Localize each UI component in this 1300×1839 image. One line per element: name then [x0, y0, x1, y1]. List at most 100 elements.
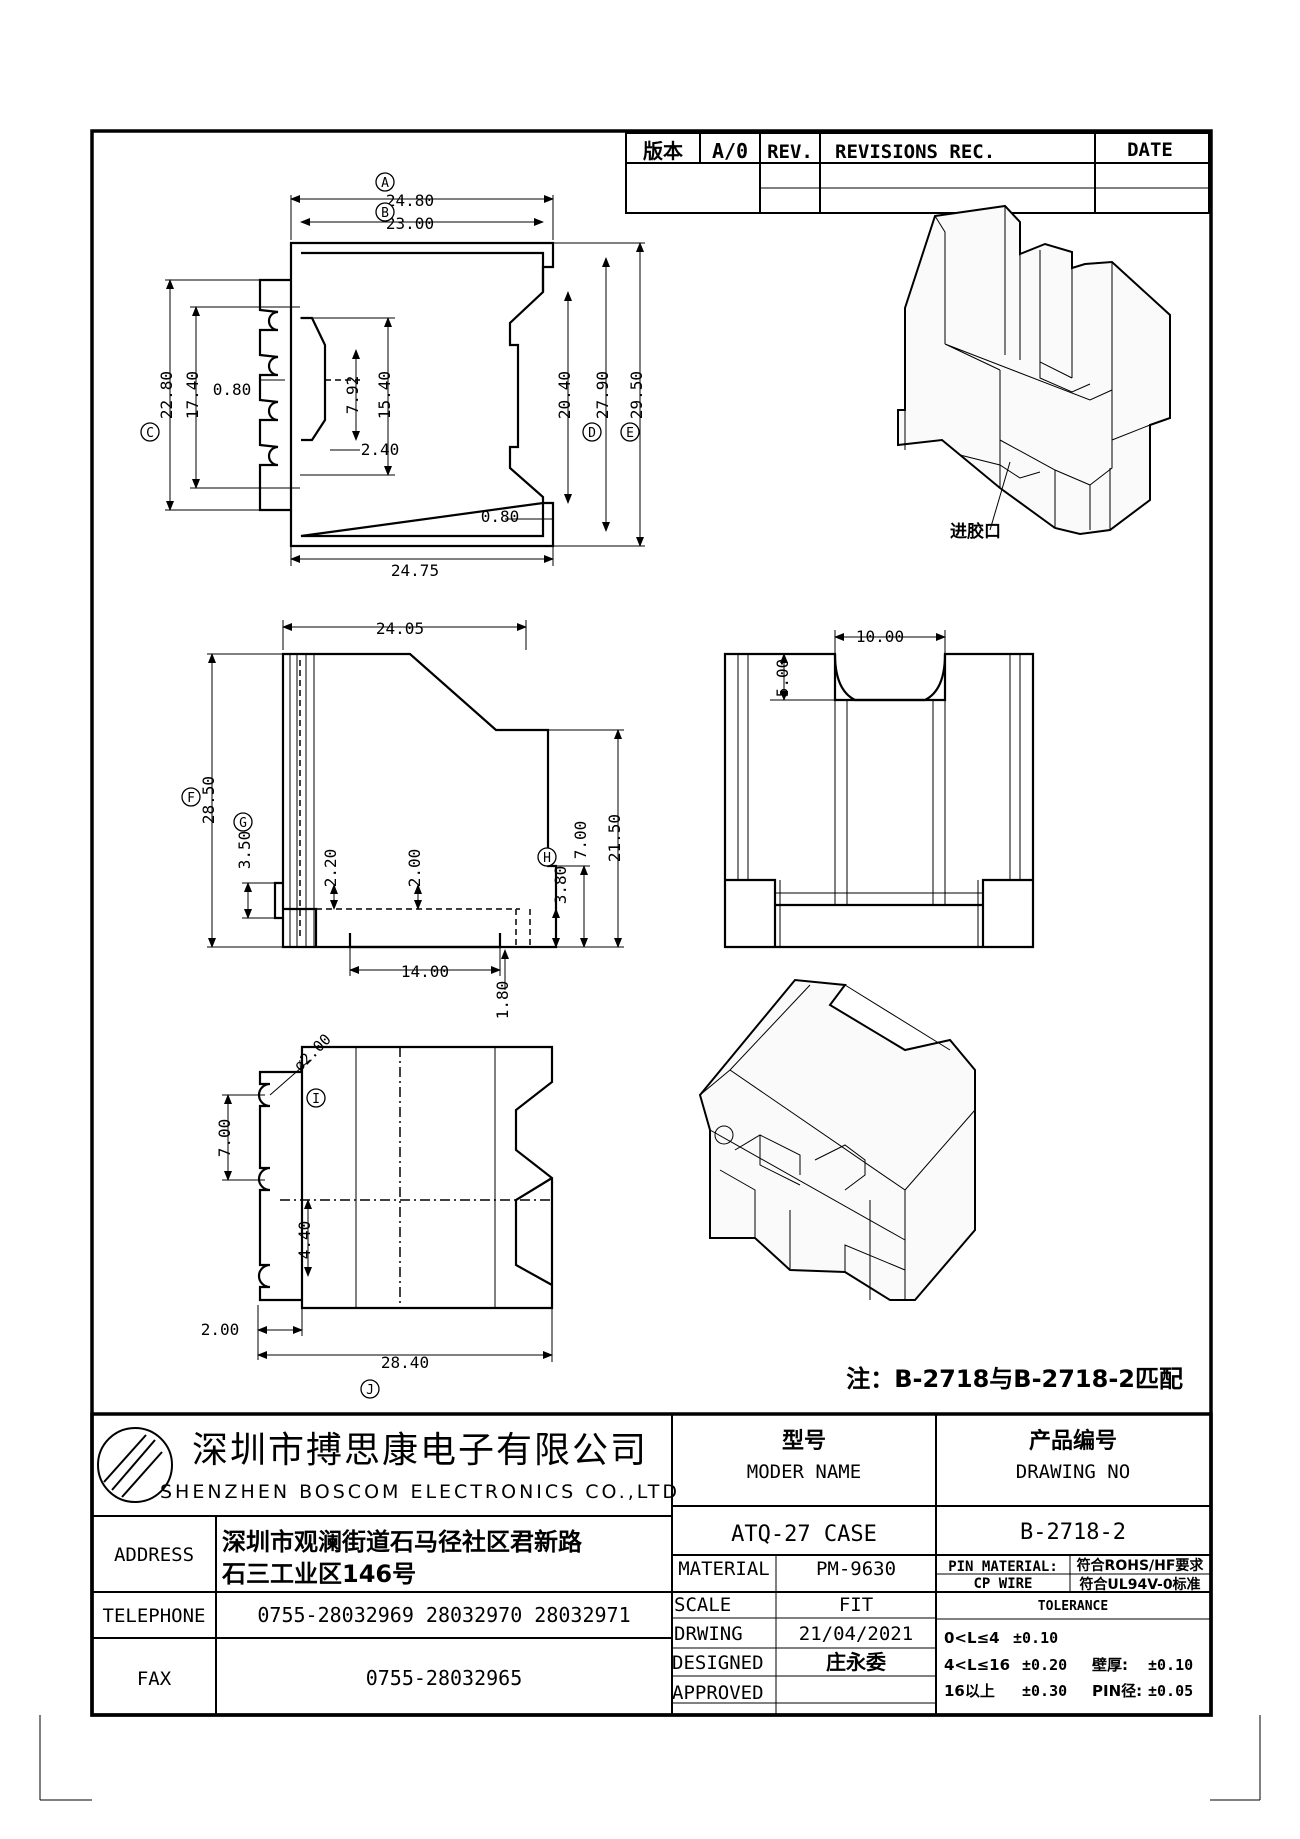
- dim-24-05: 24.05: [376, 619, 424, 638]
- dim-e-29-50: 29.50: [627, 371, 646, 419]
- svg-text:C: C: [146, 426, 154, 441]
- marker-j: J: [360, 1379, 380, 1399]
- drawing-no-label-en: DRAWING NO: [1016, 1461, 1130, 1483]
- dim-2-00-bottom: 2.00: [201, 1320, 240, 1339]
- rev-records-label: REVISIONS REC.: [835, 141, 995, 163]
- drwing-value: 21/04/2021: [799, 1623, 913, 1645]
- side-view: 24.05 28.50 3.50 2.20 2.00 7.00 3.80 21.…: [181, 619, 624, 1020]
- dim-g-3-50: 3.50: [235, 831, 254, 870]
- rev-label: REV.: [767, 141, 813, 163]
- dim-10-00: 10.00: [856, 627, 904, 646]
- marker-b: B: [375, 202, 395, 222]
- rev-date-label: DATE: [1127, 139, 1173, 161]
- drawing-no-label-cn: 产品编号: [1029, 1428, 1117, 1454]
- pin-diameter-value: ±0.05: [1148, 1682, 1193, 1700]
- material-value: PM-9630: [816, 1558, 896, 1580]
- dim-2-40: 2.40: [361, 440, 400, 459]
- marker-e: E: [620, 422, 640, 442]
- pin-diameter-label: PIN径:: [1092, 1682, 1142, 1700]
- svg-text:B: B: [381, 206, 389, 221]
- scale-value: FIT: [839, 1594, 873, 1616]
- matching-note: 注：B-2718与B-2718-2匹配: [846, 1365, 1183, 1393]
- material-label: MATERIAL: [678, 1558, 770, 1580]
- drawing-no-value: B-2718-2: [1020, 1520, 1126, 1545]
- top-view: 24.80 23.00 22.80 17.40 0.80 7.92 15.40 …: [140, 172, 646, 580]
- fax-value: 0755-28032965: [366, 1666, 523, 1690]
- dim-4-40: 4.40: [295, 1221, 314, 1260]
- isometric-view-top: 进胶口: [897, 204, 1171, 542]
- dim-20-40: 20.40: [555, 371, 574, 419]
- dim-a-24-80: 24.80: [386, 191, 434, 210]
- tol-value-3: ±0.30: [1022, 1682, 1067, 1700]
- marker-g: G: [233, 812, 253, 832]
- dim-b-23-00: 23.00: [386, 214, 434, 233]
- designed-value: 庄永委: [826, 1650, 886, 1674]
- revision-table: 版本 A/0 REV. REVISIONS REC. DATE: [625, 132, 1210, 214]
- model-label-cn: 型号: [782, 1429, 826, 1454]
- telephone-label: TELEPHONE: [103, 1605, 206, 1627]
- tol-range-2: 4<L≤16: [944, 1656, 1010, 1674]
- svg-text:H: H: [543, 851, 551, 866]
- dim-7-92: 7.92: [343, 376, 362, 415]
- svg-text:E: E: [626, 426, 634, 441]
- marker-i: I: [306, 1088, 326, 1108]
- wall-thickness-label: 壁厚:: [1092, 1656, 1128, 1674]
- dim-5-00: 5.00: [773, 659, 792, 698]
- isometric-view-bottom: [698, 978, 976, 1301]
- title-block: 深圳市搏思康电子有限公司 SHENZHEN BOSCOM ELECTRONICS…: [90, 1412, 1213, 1717]
- address-label: ADDRESS: [114, 1544, 194, 1566]
- model-value: ATQ-27 CASE: [731, 1522, 877, 1547]
- dim-7-00-bottom: 7.00: [215, 1119, 234, 1158]
- address-line-2: 石三工业区146号: [221, 1560, 416, 1588]
- tol-range-3: 16以上: [944, 1682, 995, 1700]
- dim-j-28-40: 28.40: [381, 1353, 429, 1372]
- dim-3-80: 3.80: [551, 866, 570, 905]
- svg-text:G: G: [239, 816, 247, 831]
- company-name-en: SHENZHEN BOSCOM ELECTRONICS CO.,LTD: [160, 1481, 680, 1503]
- tol-range-1: 0<L≤4: [944, 1629, 1000, 1647]
- dim-0-80-right: 0.80: [481, 507, 520, 526]
- svg-text:I: I: [312, 1092, 320, 1107]
- marker-d: D: [582, 422, 602, 442]
- marker-c: C: [140, 422, 160, 442]
- dim-7-00-side: 7.00: [571, 821, 590, 860]
- drwing-label: DRWING: [674, 1623, 743, 1645]
- pin-material-label: PIN MATERIAL:: [948, 1559, 1058, 1575]
- rev-version-label: 版本: [643, 139, 683, 163]
- dim-14-00: 14.00: [401, 962, 449, 981]
- rohs-requirement: 符合ROHS/HF要求: [1076, 1557, 1205, 1574]
- svg-text:J: J: [366, 1383, 374, 1398]
- dim-2-00-side: 2.00: [405, 849, 424, 888]
- svg-text:A: A: [381, 176, 389, 191]
- dim-1-80: 1.80: [493, 981, 512, 1020]
- company-logo: [97, 1427, 173, 1503]
- dim-17-40: 17.40: [183, 371, 202, 419]
- crop-marks: [39, 1715, 1261, 1801]
- scale-label: SCALE: [674, 1594, 731, 1616]
- designed-label: DESIGNED: [672, 1652, 764, 1674]
- pin-material-value: CP WIRE: [973, 1576, 1032, 1592]
- dim-2-20: 2.20: [321, 849, 340, 888]
- marker-a: A: [375, 172, 395, 192]
- approved-label: APPROVED: [672, 1682, 764, 1704]
- marker-h: H: [537, 847, 557, 867]
- ul-requirement: 符合UL94V-0标准: [1078, 1576, 1200, 1593]
- wall-thickness-value: ±0.10: [1148, 1656, 1193, 1674]
- tolerance-label: TOLERANCE: [1038, 1599, 1108, 1614]
- dim-21-50: 21.50: [605, 814, 624, 862]
- company-name-cn: 深圳市搏思康电子有限公司: [192, 1430, 648, 1471]
- dim-15-40: 15.40: [375, 371, 394, 419]
- gate-label: 进胶口: [950, 521, 1001, 542]
- marker-f: F: [181, 787, 201, 807]
- tol-value-1: ±0.10: [1013, 1629, 1058, 1647]
- svg-text:D: D: [588, 426, 596, 441]
- model-label-en: MODER NAME: [747, 1461, 861, 1483]
- rev-version-value: A/0: [712, 139, 748, 163]
- dim-dia-2-00: ø2.00: [290, 1030, 335, 1075]
- address-line-1: 深圳市观澜街道石马径社区君新路: [222, 1528, 583, 1556]
- tol-value-2: ±0.20: [1022, 1656, 1067, 1674]
- bottom-view: ø2.00 7.00 4.40 2.00 28.40 I J: [201, 1030, 554, 1399]
- svg-text:F: F: [187, 791, 195, 806]
- dim-24-75: 24.75: [391, 561, 439, 580]
